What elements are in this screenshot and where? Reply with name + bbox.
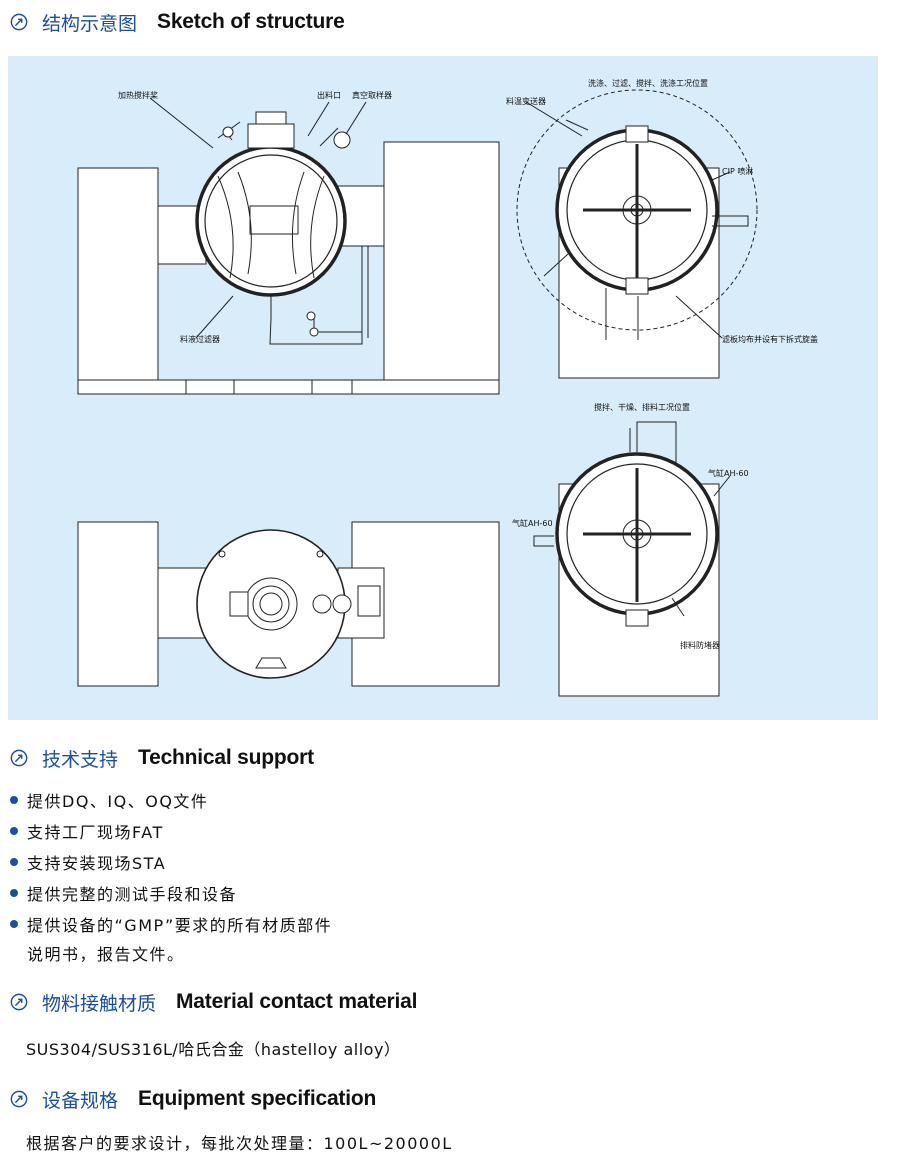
title-wash-position: 洗涤、过滤、搅拌、洗涤工况位置: [588, 78, 708, 88]
structure-sketch-svg: 加热搅拌桨 出料口 真空取样器 料液过滤器 洗涤、过滤、搅拌、洗涤工况位置 料温…: [77, 78, 818, 697]
compass-icon: [10, 993, 28, 1011]
list-item-text: 支持工厂现场FAT: [27, 822, 164, 842]
list-item: 提供完整的测试手段和设备: [10, 877, 332, 908]
list-item-text: 提供DQ、IQ、OQ文件: [27, 791, 209, 811]
section-title-en: Equipment specification: [138, 1087, 377, 1110]
label-vacuum-rake: 真空取样器: [352, 90, 392, 100]
label-filter-plate: 滤板均布并设有下拆式旋盖: [722, 334, 818, 344]
structure-drawing: 加热搅拌桨 出料口 真空取样器 料液过滤器 洗涤、过滤、搅拌、洗涤工况位置 料温…: [8, 56, 878, 720]
list-item-text: 提供完整的测试手段和设备: [27, 884, 238, 904]
list-item: 支持安装现场STA: [10, 846, 332, 877]
list-item: 提供DQ、IQ、OQ文件: [10, 784, 332, 815]
section-title-cn: 技术支持: [42, 748, 119, 771]
label-outlet-top: 出料口: [317, 90, 341, 100]
section-title-cn: 结构示意图: [42, 12, 138, 35]
material-text: SUS304/SUS316L/哈氏合金（hastelloy alloy）: [26, 1040, 401, 1059]
section-title-cn: 设备规格: [42, 1089, 119, 1112]
label-discharge: 排料防堵器: [680, 640, 720, 650]
bullet-dot: [10, 795, 18, 804]
section-material-header: 物料接触材质 Material contact material: [10, 988, 417, 1016]
compass-icon: [10, 1090, 28, 1108]
label-filter-bottom: 料液过滤器: [180, 334, 220, 344]
label-cip: CIP 喷淋: [722, 166, 753, 176]
section-title-cn: 物料接触材质: [42, 992, 157, 1015]
spec-text: 根据客户的要求设计，每批次处理量：100L~20000L: [26, 1134, 453, 1153]
bullet-dot: [10, 888, 18, 897]
section-title-en: Material contact material: [176, 990, 418, 1013]
list-item: 支持工厂现场FAT: [10, 815, 332, 846]
list-item-continuation: 说明书，报告文件。: [27, 945, 185, 964]
tech-support-list: 提供DQ、IQ、OQ文件 支持工厂现场FAT 支持安装现场STA 提供完整的测试…: [10, 784, 332, 970]
label-air-right: 气缸AH-60: [708, 468, 749, 478]
label-stir-paddle: 加热搅拌桨: [118, 90, 158, 100]
list-item-text: 支持安装现场STA: [27, 853, 167, 873]
list-item: 提供设备的“GMP”要求的所有材质部件: [10, 908, 332, 939]
section-spec-header: 设备规格 Equipment specification: [10, 1085, 376, 1113]
title-dry-position: 搅拌、干燥、排料工况位置: [594, 402, 690, 412]
compass-icon: [10, 749, 28, 767]
list-item-text: 提供设备的“GMP”要求的所有材质部件: [27, 915, 333, 935]
bullet-dot: [10, 857, 18, 866]
section-title-en: Technical support: [138, 746, 314, 769]
compass-icon: [10, 13, 28, 31]
section-title-en: Sketch of structure: [157, 10, 345, 33]
bullet-dot: [10, 919, 18, 928]
label-sensor: 料温变送器: [506, 96, 546, 106]
label-air-left: 气缸AH-60: [512, 518, 553, 528]
bullet-dot: [10, 826, 18, 835]
section-sketch-header: 结构示意图 Sketch of structure: [10, 8, 345, 36]
section-tech-header: 技术支持 Technical support: [10, 744, 314, 772]
